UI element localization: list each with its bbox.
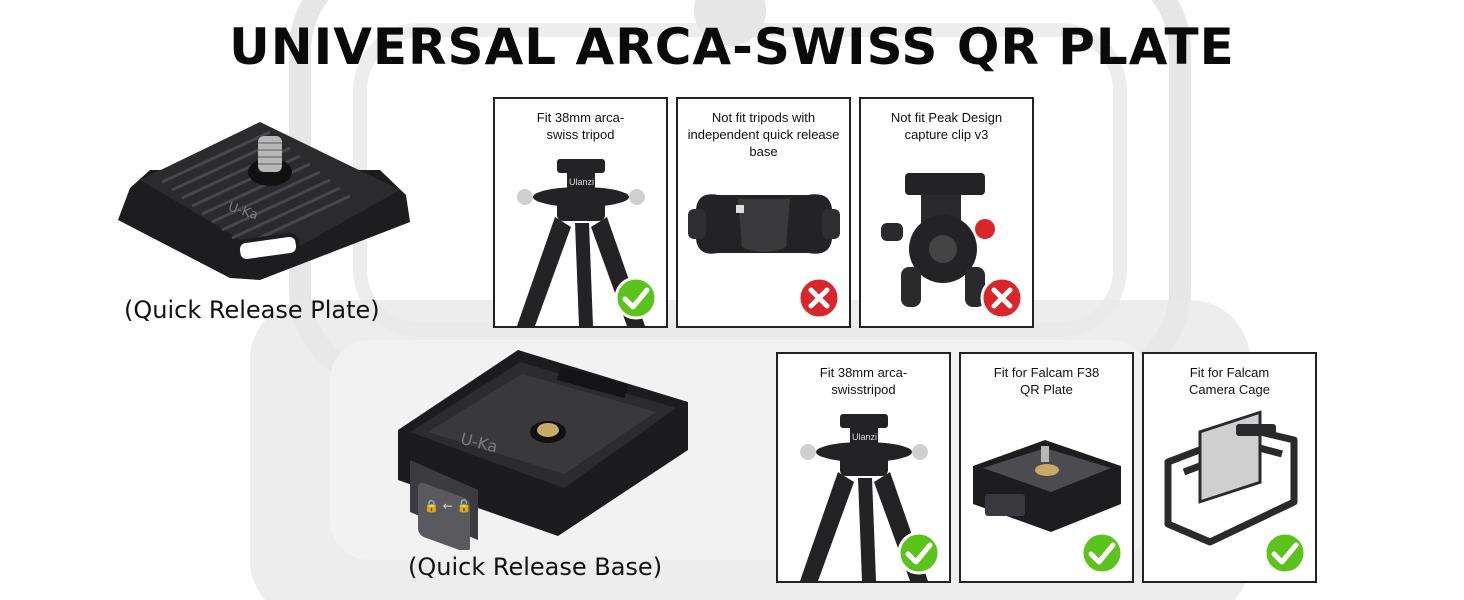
quick-release-plate-image: U-Ka [118, 122, 410, 280]
quick-release-base-image: U-Ka 🔒 ← 🔓 [398, 350, 688, 550]
compat-card-top-2: Not fit tripods with independent quick r… [676, 97, 851, 328]
tripod-brand-label: Ulanzi [569, 177, 594, 187]
compat-label: Not fit tripods with independent quick r… [687, 110, 840, 159]
compat-label: Fit for Falcam F38 QR Plate [993, 365, 1100, 397]
check-icon [614, 276, 658, 320]
geared-head-image [881, 173, 995, 307]
compat-card-bottom-1: Ulanzi Fit 38mm arca-swisstripod [776, 352, 951, 583]
check-icon [1263, 531, 1307, 575]
compat-label: Fit 38mm arca-swiss tripod [536, 110, 625, 142]
compat-label: Fit 38mm arca-swisstripod [819, 365, 908, 397]
compat-label: Not fit Peak Design capture clip v3 [890, 110, 1003, 142]
page-title: UNIVERSAL ARCA-SWISS QR PLATE [229, 18, 1235, 76]
plate-caption: (Quick Release Plate) [124, 296, 380, 324]
compat-card-top-1: Ulanzi Fit 38mm arca-swiss tripod [493, 97, 668, 328]
compat-card-bottom-2: Fit for Falcam F38 QR Plate [959, 352, 1134, 583]
svg-text:🔒 ← 🔓: 🔒 ← 🔓 [424, 499, 472, 513]
falcam-cage-image [1164, 410, 1298, 546]
base-caption: (Quick Release Base) [408, 553, 663, 581]
cross-icon [980, 276, 1024, 320]
check-icon [1080, 531, 1124, 575]
compat-card-top-3: Not fit Peak Design capture clip v3 [859, 97, 1034, 328]
compat-card-bottom-3: Fit for Falcam Camera Cage [1142, 352, 1317, 583]
check-icon [897, 531, 941, 575]
capture-clip-base-image [688, 194, 840, 254]
falcam-base-image [973, 440, 1121, 532]
compat-label: Fit for Falcam Camera Cage [1189, 365, 1270, 397]
cross-icon [797, 276, 841, 320]
tripod-brand-label: Ulanzi [852, 432, 877, 442]
